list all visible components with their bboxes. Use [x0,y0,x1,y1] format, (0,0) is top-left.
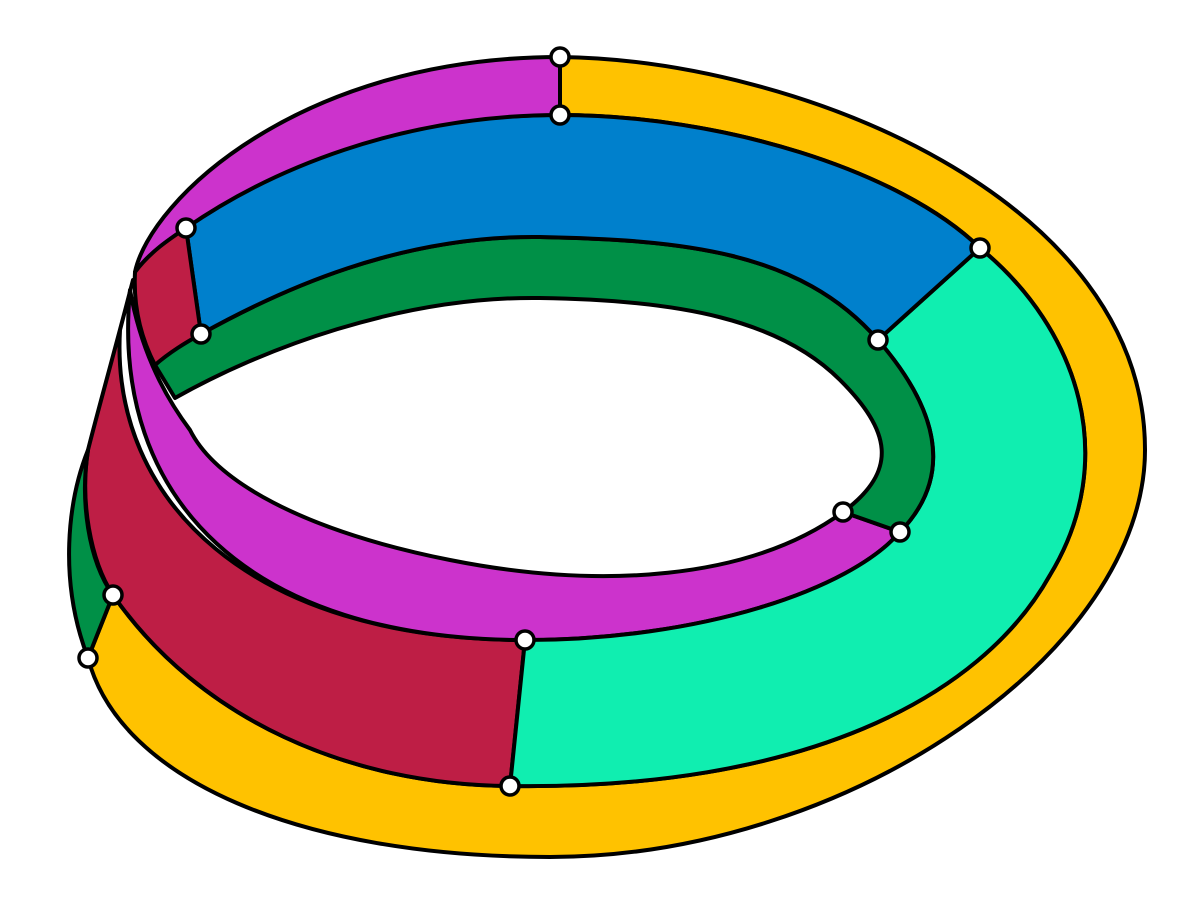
face-red-top [132,226,203,367]
vertex [549,104,571,126]
vertex [969,237,991,259]
vertex [190,323,212,345]
vertex [549,46,571,68]
vertices [77,46,991,797]
vertex [889,521,911,543]
vertex [499,775,521,797]
vertex [77,647,99,669]
face-purple-lower [126,288,902,642]
vertex [102,584,124,606]
vertex [832,501,854,523]
face-red-lower [83,278,527,788]
vertex [514,629,536,651]
vertex [867,329,889,351]
vertex [175,217,197,239]
